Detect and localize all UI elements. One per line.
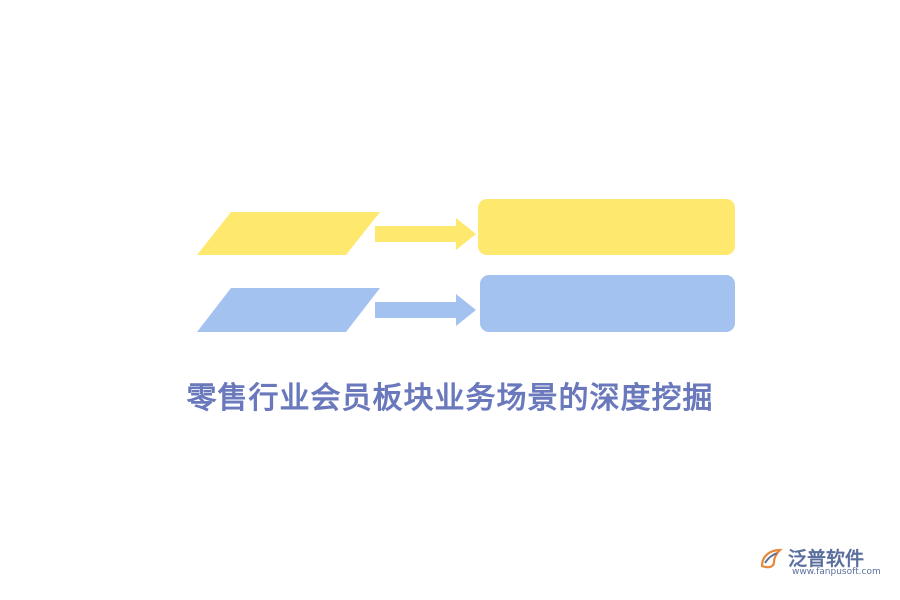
fanpu-logo-icon [760,548,783,569]
brand-logo: 泛普软件 www.fanpusoft.com [758,544,888,580]
arrow-2 [375,294,476,326]
input-parallelogram-1 [197,212,380,255]
input-parallelogram-2 [197,288,380,332]
logo-name: 泛普软件 [788,548,865,570]
logo-url: www.fanpusoft.com [792,567,881,577]
diagram-title: 零售行业会员板块业务场景的深度挖掘 [186,381,714,416]
arrow-1 [375,218,476,250]
output-box-2 [480,275,735,332]
output-box-1 [478,199,735,255]
